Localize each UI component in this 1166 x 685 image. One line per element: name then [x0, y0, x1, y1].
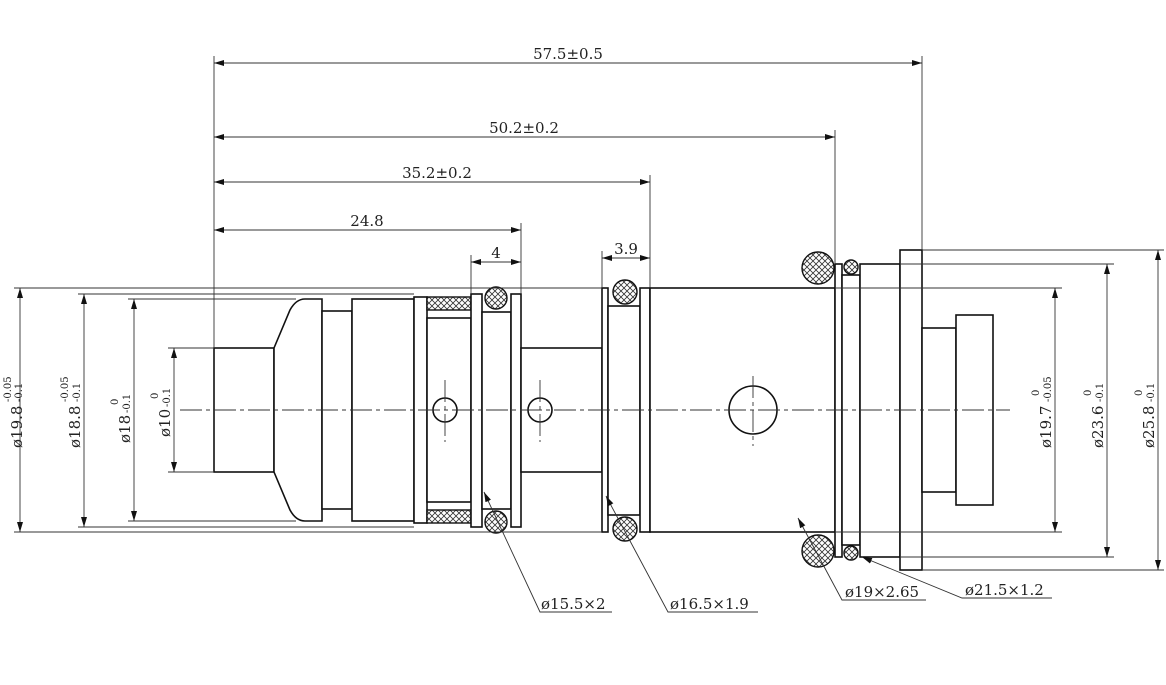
- svg-text:-0.05: -0.05: [1043, 376, 1054, 402]
- svg-text:-0.1: -0.1: [122, 394, 133, 413]
- callout-oring-4: ø21.5×1.2: [965, 581, 1044, 599]
- o-ring-callouts: ø15.5×2 ø16.5×1.9 ø19×2.65 ø21.5×1.2: [483, 491, 1052, 613]
- dim-dia-25-8: ø25.8 0 -0.1: [1134, 383, 1158, 448]
- dim-dia-19-7: ø19.7 0 -0.05: [1031, 376, 1055, 448]
- dim-dia-18-8: ø18.8 -0.05 -0.1: [60, 376, 84, 448]
- right-diameter-dimensions: ø19.7 0 -0.05 ø23.6 0 -0.1 ø25.8 0 -0.1: [1031, 250, 1161, 570]
- svg-text:ø10: ø10: [156, 409, 174, 437]
- svg-text:0: 0: [150, 393, 161, 399]
- dim-groove-2: 3.9: [614, 240, 638, 258]
- svg-text:ø19.7: ø19.7: [1037, 406, 1055, 448]
- left-diameter-dimensions: ø19.8 -0.05 -0.1 ø18.8 -0.05 -0.1 ø18 0 …: [3, 288, 177, 532]
- dim-dia-19-8-upper-tol: -0.05: [3, 376, 14, 402]
- svg-text:0: 0: [1031, 390, 1042, 396]
- extension-lines: [14, 56, 1164, 571]
- svg-text:-0.1: -0.1: [14, 383, 25, 402]
- svg-text:-0.1: -0.1: [1095, 383, 1106, 402]
- dim-overall: 57.5±0.5: [533, 45, 603, 63]
- svg-text:ø25.8: ø25.8: [1140, 406, 1158, 448]
- callout-oring-3: ø19×2.65: [845, 583, 919, 601]
- callout-oring-2: ø16.5×1.9: [670, 595, 749, 613]
- svg-text:ø23.6: ø23.6: [1089, 406, 1107, 448]
- dim-to-stem: 24.8: [350, 212, 383, 230]
- dim-dia-10: ø10 0 -0.1: [150, 388, 174, 437]
- svg-text:0: 0: [110, 399, 121, 405]
- svg-text:-0.1: -0.1: [72, 383, 83, 402]
- dim-to-flange: 50.2±0.2: [489, 119, 559, 137]
- svg-text:ø19.8: ø19.8: [8, 406, 26, 448]
- horizontal-dimensions: 57.5±0.5 50.2±0.2 35.2±0.2 24.8 4 3.9: [214, 45, 922, 265]
- callout-oring-1: ø15.5×2: [541, 595, 606, 613]
- dim-dia-23-6: ø23.6 0 -0.1: [1083, 383, 1107, 448]
- svg-text:0: 0: [1134, 390, 1145, 396]
- dim-groove-1: 4: [491, 244, 501, 262]
- dim-to-body: 35.2±0.2: [402, 164, 472, 182]
- svg-text:0: 0: [1083, 390, 1094, 396]
- dim-dia-19-8: ø19.8 -0.05 -0.1: [3, 376, 26, 448]
- svg-text:-0.1: -0.1: [1146, 383, 1157, 402]
- dim-dia-18: ø18 0 -0.1: [110, 394, 134, 443]
- o-ring-sections: [484, 251, 859, 568]
- svg-text:-0.05: -0.05: [60, 376, 71, 402]
- svg-text:-0.1: -0.1: [162, 388, 173, 407]
- svg-text:ø18: ø18: [116, 415, 134, 443]
- svg-text:ø18.8: ø18.8: [66, 406, 84, 448]
